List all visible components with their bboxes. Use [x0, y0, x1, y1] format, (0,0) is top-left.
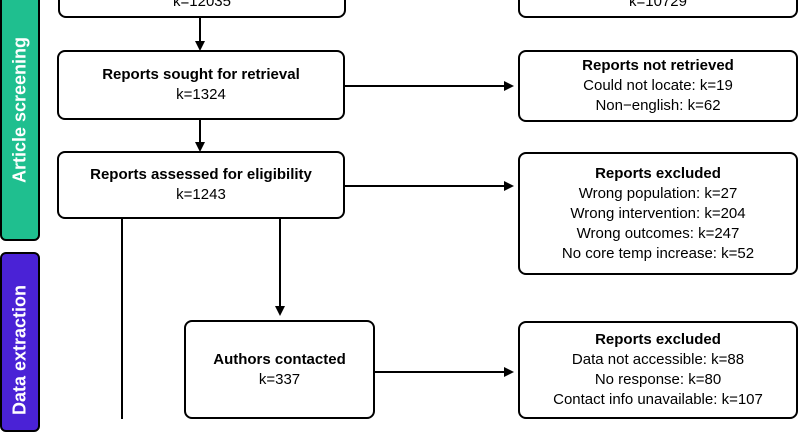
records-box-left: k=12035 — [58, 0, 346, 18]
authors-contacted-title: Authors contacted — [213, 350, 346, 368]
reports-assessed-count: k=1243 — [176, 186, 226, 203]
excluded-reason-line: Wrong outcomes: k=247 — [576, 224, 740, 242]
not-retrieved-line: Could not locate: k=19 — [583, 77, 733, 94]
flow-connectors — [121, 18, 514, 419]
excluded-reason-line: Data not accessible: k=88 — [571, 351, 745, 368]
reports-excluded-box-2: Reports excluded Data not accessible: k=… — [518, 321, 798, 419]
reports-excluded-title-2: Reports excluded — [595, 331, 721, 348]
reports-sought-count: k=1324 — [176, 86, 226, 103]
excluded-reason-line: Contact info unavailable: k=107 — [553, 391, 763, 408]
excluded-reason-line: Wrong intervention: k=204 — [570, 204, 746, 222]
phase-bar-data-extraction — [0, 252, 40, 432]
authors-contacted-box: Authors contacted k=337 — [184, 320, 375, 419]
authors-contacted-count: k=337 — [258, 370, 301, 388]
reports-not-retrieved-title: Reports not retrieved — [582, 57, 734, 74]
not-retrieved-line: Non−english: k=62 — [595, 97, 721, 114]
excluded-reason-line: No core temp increase: k=52 — [561, 244, 755, 262]
records-left-count: k=12035 — [173, 0, 231, 10]
reports-sought-box: Reports sought for retrieval k=1324 — [57, 50, 345, 120]
excluded-reason-line: No response: k=80 — [594, 371, 722, 388]
reports-excluded-box: Reports excluded Wrong population: k=27 … — [518, 152, 798, 275]
reports-not-retrieved-box: Reports not retrieved Could not locate: … — [518, 50, 798, 122]
reports-assessed-box: Reports assessed for eligibility k=1243 — [57, 151, 345, 219]
records-box-right: k=10729 — [518, 0, 798, 18]
reports-assessed-title: Reports assessed for eligibility — [90, 166, 312, 183]
excluded-reason-line: Wrong population: k=27 — [578, 184, 738, 202]
reports-excluded-title: Reports excluded — [595, 164, 721, 182]
reports-sought-title: Reports sought for retrieval — [102, 66, 300, 83]
phase-bar-article-screening — [0, 0, 40, 241]
records-right-count: k=10729 — [629, 0, 687, 10]
